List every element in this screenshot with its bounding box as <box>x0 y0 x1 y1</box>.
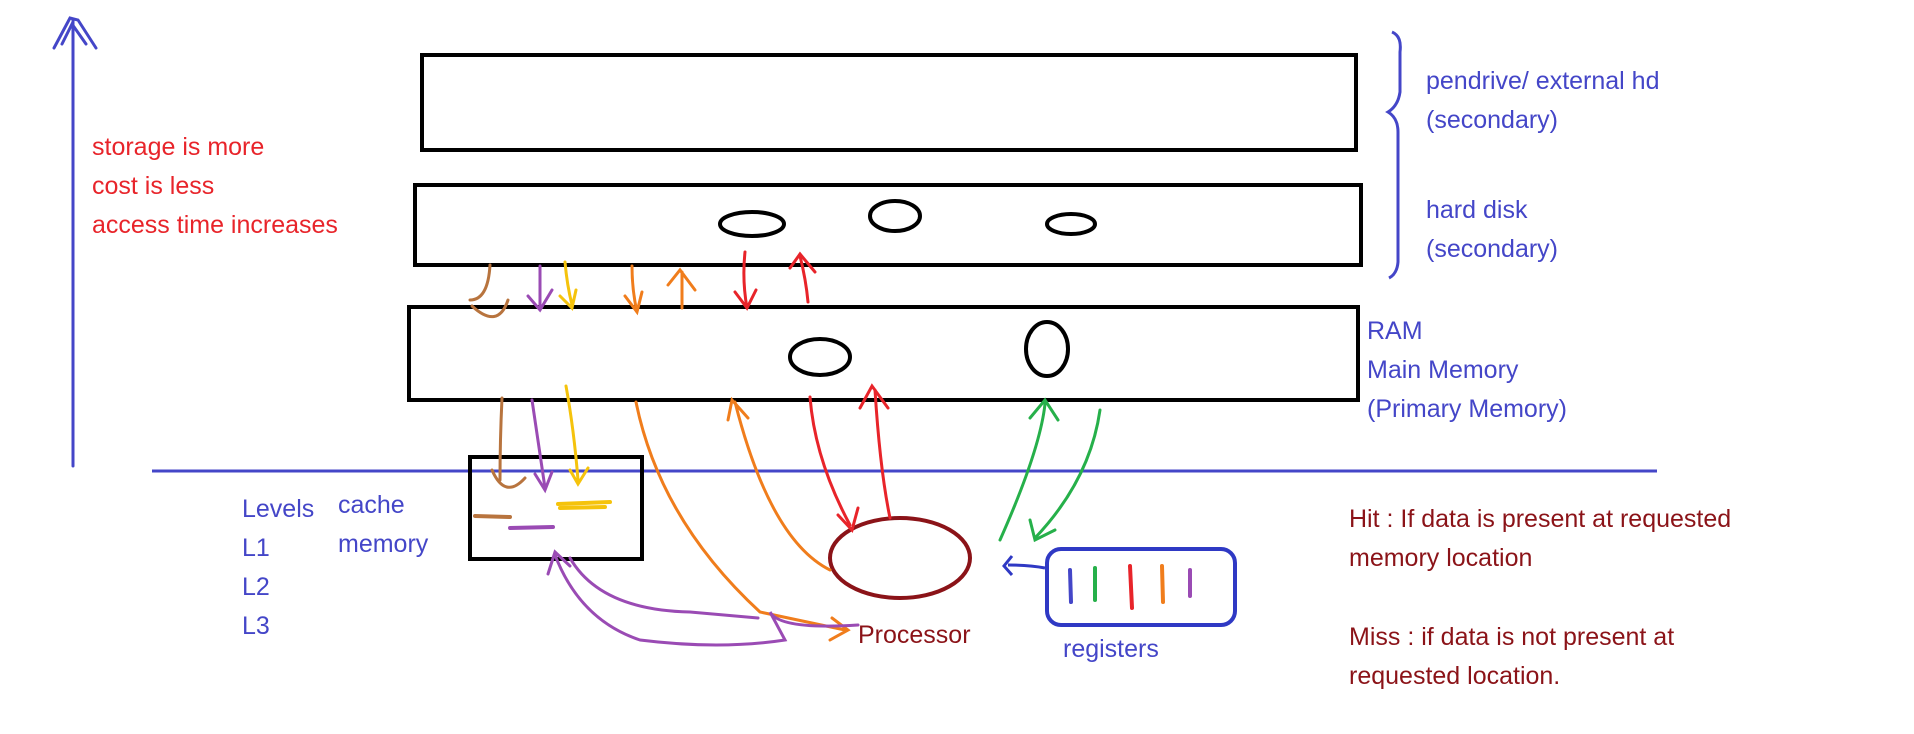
cache-entry <box>556 500 612 510</box>
registers-label: registers <box>1063 635 1159 663</box>
processor-shape <box>828 516 972 600</box>
cache-label-line2: memory <box>338 530 429 558</box>
cache-entry <box>473 514 512 519</box>
ram-box <box>407 305 1360 402</box>
disk-ram-arrow <box>526 264 554 313</box>
ram-processor-arrow <box>634 400 851 642</box>
secondary-brace <box>1385 30 1402 280</box>
ram-cache-arrow <box>530 398 554 494</box>
ram-disk-arrow <box>666 267 697 310</box>
processor-cache-arrow <box>546 549 860 647</box>
disk-ram-arrow <box>623 264 644 316</box>
hard-disk-label-line2: (secondary) <box>1426 235 1558 263</box>
level-l2: L2 <box>242 573 270 601</box>
ram-data-block-1 <box>788 337 852 377</box>
pendrive-label-line1: pendrive/ external hd <box>1426 67 1660 95</box>
disk-ram-arrow <box>468 263 510 318</box>
levels-title: Levels <box>242 495 315 523</box>
cache-label-line1: cache <box>338 491 405 519</box>
register-bar <box>1128 564 1134 610</box>
left-note-line3: access time increases <box>92 211 338 239</box>
processor-ram-arrow <box>998 397 1060 542</box>
registers-box <box>1045 547 1237 627</box>
ram-disk-arrow <box>788 251 817 304</box>
ram-processor-arrow <box>1028 408 1102 543</box>
hit-definition-line1: Hit : If data is present at requested <box>1349 505 1732 533</box>
cache-entry <box>508 525 555 530</box>
cache-processor-arrow <box>568 556 760 620</box>
disk-ram-arrow <box>558 260 578 311</box>
miss-definition-line1: Miss : if data is not present at <box>1349 623 1675 651</box>
ram-label-line2: Main Memory <box>1367 356 1519 384</box>
pendrive-box <box>420 53 1358 152</box>
processor-ram-arrow <box>858 383 892 520</box>
disk-data-block-2 <box>868 199 922 233</box>
disk-data-block-1 <box>718 210 786 238</box>
ram-cache-arrow <box>564 384 590 487</box>
ram-data-block-2 <box>1024 320 1070 378</box>
disk-data-block-3 <box>1045 212 1097 236</box>
registers-to-processor-arrow <box>1002 555 1046 576</box>
hit-definition-line2: memory location <box>1349 544 1533 572</box>
miss-definition-line2: requested location. <box>1349 662 1561 690</box>
increase-arrow <box>52 16 98 468</box>
level-l1: L1 <box>242 534 270 562</box>
register-bar <box>1068 568 1073 604</box>
ram-label-line1: RAM <box>1367 317 1423 345</box>
disk-ram-arrow <box>733 250 758 311</box>
ram-label-line3: (Primary Memory) <box>1367 395 1567 423</box>
hard-disk-box <box>413 183 1363 267</box>
level-l3: L3 <box>242 612 270 640</box>
left-note-line2: cost is less <box>92 172 215 200</box>
hard-disk-label-line1: hard disk <box>1426 196 1528 224</box>
processor-ram-arrow <box>726 396 832 572</box>
register-bar <box>1160 564 1165 604</box>
processor-label: Processor <box>858 621 971 649</box>
ram-cache-arrow <box>490 396 527 489</box>
pendrive-label-line2: (secondary) <box>1426 106 1558 134</box>
ram-processor-arrow <box>808 395 860 533</box>
left-note-line1: storage is more <box>92 133 265 161</box>
